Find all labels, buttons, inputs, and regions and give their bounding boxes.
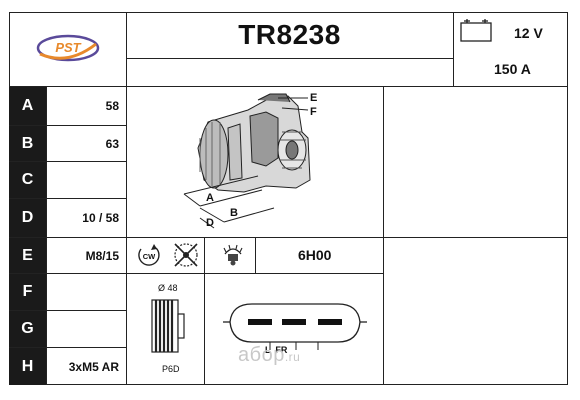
diagram-label-f: F bbox=[310, 106, 317, 118]
connector-plug-icon bbox=[222, 298, 368, 354]
row-label-d: D bbox=[9, 199, 46, 237]
divider bbox=[453, 12, 454, 87]
row-value-d: 10 / 58 bbox=[82, 211, 119, 225]
divider bbox=[383, 86, 384, 385]
divider bbox=[255, 237, 256, 274]
row-value-a: 58 bbox=[105, 99, 119, 113]
pulley-diameter: Ø 48 bbox=[158, 283, 178, 293]
diagram-label-e: E bbox=[310, 92, 317, 104]
divider bbox=[126, 12, 127, 385]
row-value-e: M8/15 bbox=[85, 248, 119, 263]
alternator-diagram: E F A B D bbox=[170, 88, 345, 234]
amperage-value: 150 A bbox=[494, 61, 531, 77]
diagram-label-b: B bbox=[230, 207, 238, 219]
divider bbox=[204, 237, 205, 385]
no-fan-icon bbox=[170, 238, 202, 272]
voltage-value: 12 V bbox=[514, 25, 543, 41]
row-value-g bbox=[46, 311, 125, 347]
divider bbox=[9, 237, 568, 238]
row-label-h: H bbox=[9, 348, 46, 385]
regulator-icon bbox=[216, 238, 250, 272]
divider bbox=[9, 198, 127, 199]
row-value-c bbox=[46, 162, 125, 198]
watermark-suffix: .ru bbox=[284, 350, 301, 364]
watermark-text: aбоp bbox=[238, 344, 285, 366]
row-label-b: B bbox=[9, 126, 46, 161]
divider bbox=[9, 86, 568, 87]
pulley-type: P6D bbox=[162, 364, 180, 374]
row-label-g: G bbox=[9, 311, 46, 347]
divider bbox=[46, 86, 47, 385]
part-number-title: TR8238 bbox=[238, 19, 341, 50]
connector-pin-labels: L FR bbox=[265, 345, 288, 355]
divider bbox=[9, 161, 127, 162]
divider bbox=[9, 347, 127, 348]
row-label-f: F bbox=[9, 274, 46, 310]
battery-icon bbox=[460, 18, 492, 42]
divider bbox=[126, 58, 453, 59]
row-label-c: C bbox=[9, 162, 46, 198]
diagram-label-d: D bbox=[206, 217, 214, 229]
row-label-a: A bbox=[9, 87, 46, 125]
divider bbox=[9, 125, 127, 126]
row-value-h: 3xM5 AR bbox=[68, 359, 119, 374]
regulator-code: 6H00 bbox=[298, 247, 332, 263]
watermark: aбоp.ru bbox=[238, 344, 300, 367]
brand-logo: PST bbox=[30, 30, 106, 66]
diagram-label-a: A bbox=[206, 192, 214, 204]
rotation-direction-icon: CW bbox=[134, 238, 164, 272]
rotation-direction-text: CW bbox=[143, 252, 156, 261]
row-label-e: E bbox=[9, 238, 46, 273]
row-value-f bbox=[46, 274, 125, 310]
divider bbox=[9, 273, 383, 274]
row-value-b: 63 bbox=[105, 136, 119, 151]
pulley-icon bbox=[148, 296, 188, 358]
divider bbox=[9, 310, 127, 311]
logo-text: PST bbox=[55, 40, 81, 55]
